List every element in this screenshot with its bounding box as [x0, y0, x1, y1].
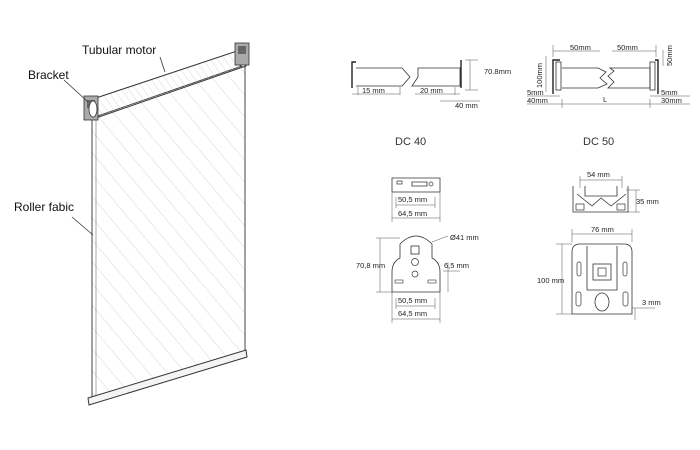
dc50-dim-50-right: 50mm — [617, 43, 638, 52]
dc50-dim-50-vert: 50mm — [665, 45, 674, 66]
bracket-right — [234, 42, 250, 66]
dc50-dim-L: L — [603, 95, 607, 104]
dc40-front-dim-64-5: 64,5 mm — [398, 309, 427, 318]
dc40-dim-20: 20 mm — [420, 86, 443, 95]
dc40-front-dim-50-5: 50,5 mm — [398, 296, 427, 305]
roller-fabric-label: Roller fabic — [14, 200, 74, 214]
dc40-bracket-top: 50,5 mm 64,5 mm — [391, 177, 441, 222]
dc50-dim-40: 40mm — [527, 96, 548, 105]
dc40-dim-15: 15 mm — [362, 86, 385, 95]
dc50-front-dim-100: 100 mm — [537, 276, 564, 285]
dc50-bracket-front: 76 mm 100 mm 3 mm — [537, 225, 661, 320]
dc40-title: DC 40 — [395, 136, 426, 148]
dc50-top-dim-35: 35 mm — [636, 197, 659, 206]
dc50-front-dim-3: 3 mm — [642, 298, 661, 307]
dc50-dim-100: 100mm — [535, 63, 544, 88]
dc50-front-dim-76: 76 mm — [591, 225, 614, 234]
roller-fabric-leader — [71, 216, 94, 236]
dc40-dim-40: 40 mm — [455, 101, 478, 110]
bracket-left — [83, 95, 99, 121]
dc40-top-dim-64-5: 64,5 mm — [398, 209, 427, 218]
dc50-dim-50-left: 50mm — [570, 43, 591, 52]
dc50-top-dim-54: 54 mm — [587, 170, 610, 179]
roller-fabric — [91, 64, 246, 401]
roller-blind-illustration: Tubular motor Bracket Roller fabic — [14, 42, 250, 406]
bracket-leader — [63, 79, 89, 103]
dc40-bracket-front: Ø41 mm 70,8 mm 6,5 mm 50,5 mm 64,5 mm — [356, 233, 479, 323]
dc50-bracket-top: 54 mm 35 mm — [572, 170, 659, 213]
dc40-tube-drawing: 15 mm 20 mm 40 mm 70.8mm — [351, 59, 511, 110]
tubular-motor-leader — [159, 56, 166, 73]
dc40-top-dim-50-5: 50,5 mm — [398, 195, 427, 204]
dc50-dim-30: 30mm — [661, 96, 682, 105]
bracket-label: Bracket — [28, 68, 69, 82]
dc50-dim-5-right: 5mm — [661, 88, 678, 97]
dc50-dim-5-left: 5mm — [527, 88, 544, 97]
dc40-front-dim-70-8: 70,8 mm — [356, 261, 385, 270]
tubular-motor-label: Tubular motor — [82, 43, 156, 57]
dc50-title: DC 50 — [583, 136, 614, 148]
dc40-front-dim-diam41: Ø41 mm — [450, 233, 479, 242]
bottom-bar — [87, 349, 248, 406]
dc40-dim-70-8: 70.8mm — [484, 67, 511, 76]
dc40-front-dim-6-5: 6,5 mm — [444, 261, 469, 270]
dc50-tube-drawing: 50mm 50mm 50mm 100mm 5mm 5mm 40mm 30mm L — [527, 43, 690, 108]
